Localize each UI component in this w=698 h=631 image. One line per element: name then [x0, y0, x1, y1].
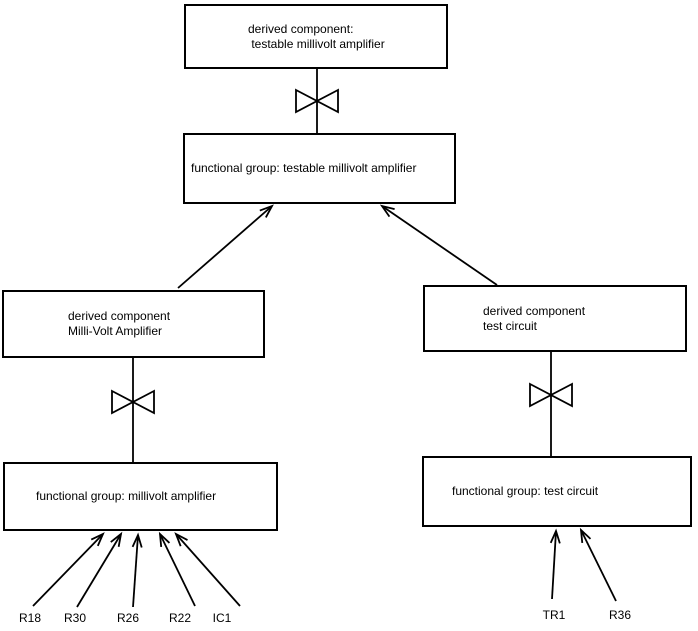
arrow-line [580, 529, 617, 602]
bowtie-icon [295, 88, 339, 114]
arrow-line [132, 534, 139, 608]
node-functional-group-millivolt-amplifier: functional group: millivolt amplifier [3, 462, 278, 531]
arrow-line [177, 205, 273, 289]
arrowhead-icon [158, 531, 171, 548]
node-label: derived component Milli-Volt Amplifier [68, 309, 171, 338]
arrow-line [32, 533, 104, 607]
node-label: functional group: millivolt amplifier [36, 489, 217, 503]
node-label: functional group: test circuit [452, 484, 599, 498]
node-functional-group-testable-millivolt-amplifier: functional group: testable millivolt amp… [183, 133, 456, 204]
component-label-tr1: TR1 [542, 608, 566, 622]
arrowhead-icon [174, 532, 188, 547]
component-label-r26: R26 [116, 611, 140, 625]
arrowhead-icon [379, 204, 395, 218]
node-label: functional group: testable millivolt amp… [191, 161, 417, 175]
node-derived-component-test-circuit: derived component test circuit [423, 285, 687, 352]
component-label-r22: R22 [168, 611, 192, 625]
arrow-line [551, 530, 557, 600]
node-derived-component-testable-millivolt-amplifier: derived component: testable millivolt am… [184, 4, 448, 69]
arrow-line [76, 533, 122, 608]
arrowhead-icon [110, 531, 123, 547]
component-label-r36: R36 [608, 608, 632, 622]
arrow-line [159, 533, 196, 607]
bowtie-icon [111, 389, 155, 415]
component-label-r30: R30 [63, 611, 87, 625]
arrow-line [381, 205, 498, 286]
arrowhead-icon [131, 532, 143, 548]
bowtie-icon [529, 382, 573, 408]
node-label: derived component test circuit [483, 303, 586, 333]
arrowhead-icon [259, 204, 274, 218]
arrowhead-icon [90, 532, 105, 547]
component-label-ic1: IC1 [212, 611, 232, 625]
arrowhead-icon [579, 527, 592, 544]
component-label-r18: R18 [18, 611, 42, 625]
node-label: derived component: testable millivolt am… [248, 21, 385, 51]
node-derived-component-milli-volt-amplifier: derived component Milli-Volt Amplifier [2, 290, 265, 358]
arrow-line [175, 533, 241, 607]
arrowhead-icon [549, 528, 561, 544]
node-functional-group-test-circuit: functional group: test circuit [422, 456, 692, 527]
